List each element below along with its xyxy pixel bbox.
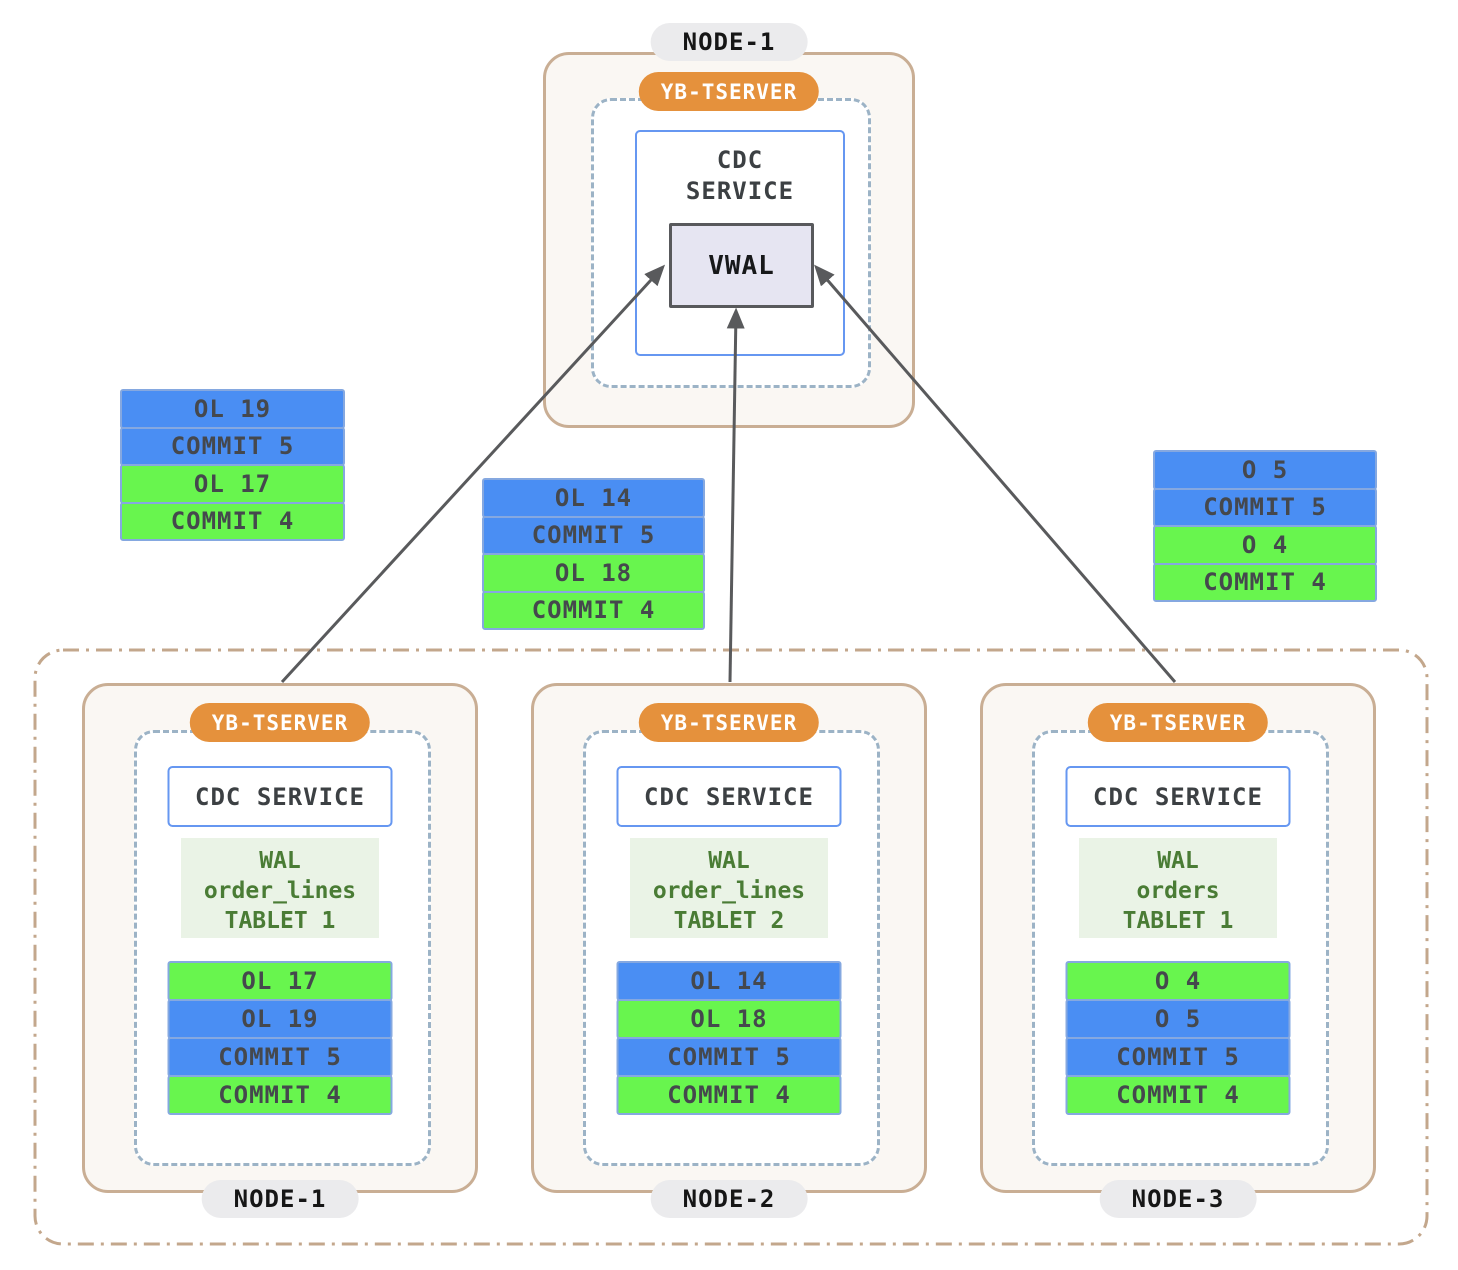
record-label: COMMIT 5 xyxy=(1116,1043,1240,1071)
node2-tserver-pill: YB-TSERVER xyxy=(638,703,820,742)
record-row: OL 18 xyxy=(482,553,705,593)
record-label: COMMIT 4 xyxy=(170,507,295,536)
top-cdc-service-label-line2: SERVICE xyxy=(685,177,795,205)
record-label: COMMIT 4 xyxy=(218,1081,342,1109)
record-row: COMMIT 4 xyxy=(482,590,705,630)
record-row: O 4 xyxy=(1065,961,1291,1001)
record-row: COMMIT 5 xyxy=(167,1037,393,1077)
node2-cdc-service-box: CDC SERVICE xyxy=(616,766,842,827)
cluster-node-3-box: YB-TSERVER CDC SERVICE WAL orders TABLET… xyxy=(980,683,1376,1218)
node1-label-pill: NODE-1 xyxy=(201,1180,359,1218)
record-row: OL 14 xyxy=(616,961,842,1001)
record-row: O 5 xyxy=(1065,999,1291,1039)
top-node-box: NODE-1 YB-TSERVER CDC SERVICE VWAL xyxy=(543,23,915,428)
top-cdc-service-label-line1: CDC xyxy=(716,146,764,174)
node3-tserver-pill: YB-TSERVER xyxy=(1087,703,1269,742)
floating-stack-node2: OL 14 COMMIT 5 OL 18 COMMIT 4 xyxy=(482,478,705,630)
record-label: COMMIT 4 xyxy=(1203,568,1327,597)
node1-wal-line3: TABLET 1 xyxy=(224,908,336,934)
node1-cdc-service-label: CDC SERVICE xyxy=(195,782,365,811)
record-row: O 5 xyxy=(1153,450,1377,490)
record-label: COMMIT 5 xyxy=(1203,493,1327,522)
node2-wal-line2: order_lines xyxy=(652,878,806,904)
node3-label: NODE-3 xyxy=(1131,1185,1225,1213)
node2-wal-line1: WAL xyxy=(708,848,750,874)
record-row: OL 17 xyxy=(120,464,345,504)
record-row: OL 19 xyxy=(167,999,393,1039)
record-label: O 4 xyxy=(1241,530,1289,559)
node3-wal-stack: O 4 O 5 COMMIT 5 COMMIT 4 xyxy=(1065,961,1291,1115)
cluster-node-1-box: YB-TSERVER CDC SERVICE WAL order_lines T… xyxy=(82,683,478,1218)
node3-tserver-label: YB-TSERVER xyxy=(1109,710,1247,735)
node1-tserver-label: YB-TSERVER xyxy=(211,710,349,735)
record-row: OL 18 xyxy=(616,999,842,1039)
record-row: COMMIT 5 xyxy=(482,515,705,555)
record-label: COMMIT 5 xyxy=(531,521,656,550)
record-label: O 4 xyxy=(1154,967,1202,995)
node3-cdc-service-box: CDC SERVICE xyxy=(1065,766,1291,827)
record-row: COMMIT 4 xyxy=(616,1075,842,1115)
top-cdc-service-box: CDC SERVICE VWAL xyxy=(635,130,845,356)
node2-cdc-service-label: CDC SERVICE xyxy=(644,782,814,811)
record-label: OL 14 xyxy=(690,967,768,995)
record-row: COMMIT 4 xyxy=(120,501,345,541)
record-row: COMMIT 5 xyxy=(616,1037,842,1077)
node1-label: NODE-1 xyxy=(233,1185,327,1213)
top-node-label: NODE-1 xyxy=(682,28,776,56)
node1-cdc-service-box: CDC SERVICE xyxy=(167,766,393,827)
node1-wal-line2: order_lines xyxy=(203,878,357,904)
vwal-label: VWAL xyxy=(708,250,775,281)
top-tserver-pill: YB-TSERVER xyxy=(638,72,820,111)
record-row: OL 17 xyxy=(167,961,393,1001)
record-row: OL 14 xyxy=(482,478,705,518)
record-label: COMMIT 5 xyxy=(218,1043,342,1071)
vwal-box: VWAL xyxy=(669,223,814,308)
node2-wal-block: WAL order_lines TABLET 2 xyxy=(630,838,828,938)
record-label: O 5 xyxy=(1154,1005,1202,1033)
node3-wal-line3: TABLET 1 xyxy=(1122,908,1234,934)
record-label: OL 19 xyxy=(241,1005,319,1033)
node3-label-pill: NODE-3 xyxy=(1099,1180,1257,1218)
node1-tserver-pill: YB-TSERVER xyxy=(189,703,371,742)
node3-wal-block: WAL orders TABLET 1 xyxy=(1079,838,1277,938)
record-row: COMMIT 4 xyxy=(1065,1075,1291,1115)
node3-cdc-service-label: CDC SERVICE xyxy=(1093,782,1263,811)
record-label: OL 18 xyxy=(554,558,633,587)
node1-wal-line1: WAL xyxy=(259,848,301,874)
record-label: OL 17 xyxy=(241,967,319,995)
record-label: COMMIT 4 xyxy=(667,1081,791,1109)
record-row: COMMIT 5 xyxy=(1065,1037,1291,1077)
node2-wal-line3: TABLET 2 xyxy=(673,908,785,934)
record-row: COMMIT 5 xyxy=(120,426,345,466)
node2-wal-stack: OL 14 OL 18 COMMIT 5 COMMIT 4 xyxy=(616,961,842,1115)
record-label: COMMIT 5 xyxy=(170,432,295,461)
cluster-node-2-box: YB-TSERVER CDC SERVICE WAL order_lines T… xyxy=(531,683,927,1218)
floating-stack-node3: O 5 COMMIT 5 O 4 COMMIT 4 xyxy=(1153,450,1377,602)
record-row: OL 19 xyxy=(120,389,345,429)
record-label: OL 18 xyxy=(690,1005,768,1033)
floating-stack-node1: OL 19 COMMIT 5 OL 17 COMMIT 4 xyxy=(120,389,345,541)
node2-label: NODE-2 xyxy=(682,1185,776,1213)
node1-wal-block: WAL order_lines TABLET 1 xyxy=(181,838,379,938)
record-label: OL 17 xyxy=(193,469,272,498)
node3-wal-line1: WAL xyxy=(1157,848,1199,874)
top-tserver-label: YB-TSERVER xyxy=(660,79,798,104)
record-row: COMMIT 4 xyxy=(1153,562,1377,602)
node2-tserver-label: YB-TSERVER xyxy=(660,710,798,735)
node3-wal-line2: orders xyxy=(1136,878,1220,904)
node2-label-pill: NODE-2 xyxy=(650,1180,808,1218)
record-row: COMMIT 4 xyxy=(167,1075,393,1115)
record-row: O 4 xyxy=(1153,525,1377,565)
record-label: COMMIT 4 xyxy=(531,596,656,625)
record-label: OL 19 xyxy=(193,394,272,423)
record-row: COMMIT 5 xyxy=(1153,487,1377,527)
record-label: COMMIT 4 xyxy=(1116,1081,1240,1109)
record-label: OL 14 xyxy=(554,483,633,512)
top-node-label-pill: NODE-1 xyxy=(650,23,808,61)
node1-wal-stack: OL 17 OL 19 COMMIT 5 COMMIT 4 xyxy=(167,961,393,1115)
record-label: O 5 xyxy=(1241,455,1289,484)
record-label: COMMIT 5 xyxy=(667,1043,791,1071)
